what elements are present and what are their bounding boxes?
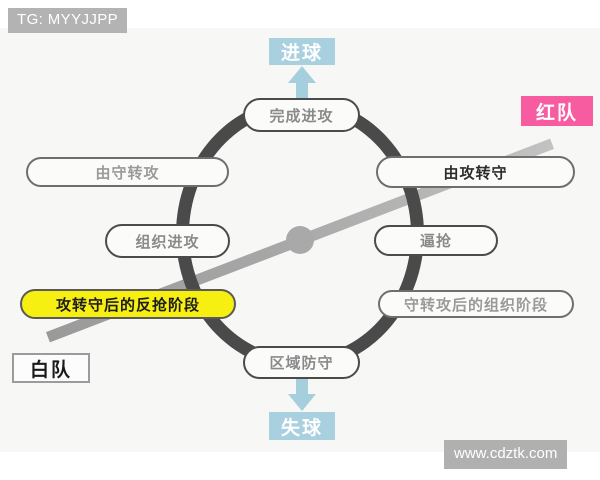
site-watermark: www.cdztk.com: [444, 440, 568, 469]
node-defense-to-attack: 由守转攻: [26, 157, 229, 187]
telegram-watermark: TG: MYYJJPP: [8, 8, 128, 33]
node-organization-phase: 守转攻后的组织阶段: [378, 290, 574, 318]
node-zone-defense: 区域防守: [243, 346, 360, 379]
node-pressing: 逼抢: [374, 225, 498, 256]
node-counterpress-phase: 攻转守后的反抢阶段: [20, 289, 236, 319]
outcome-goal: 进球: [269, 38, 335, 65]
arrow-up-stem: [296, 82, 308, 102]
legend-white-team: 白队: [12, 353, 90, 383]
legend-red-team: 红队: [521, 96, 593, 126]
node-complete-attack: 完成进攻: [243, 98, 360, 132]
outcome-concede: 失球: [269, 412, 335, 440]
node-attack-to-defense: 由攻转守: [376, 156, 575, 188]
node-organize-attack: 组织进攻: [105, 224, 230, 258]
arrow-up-icon: [288, 66, 316, 83]
arrow-down-icon: [288, 394, 316, 411]
